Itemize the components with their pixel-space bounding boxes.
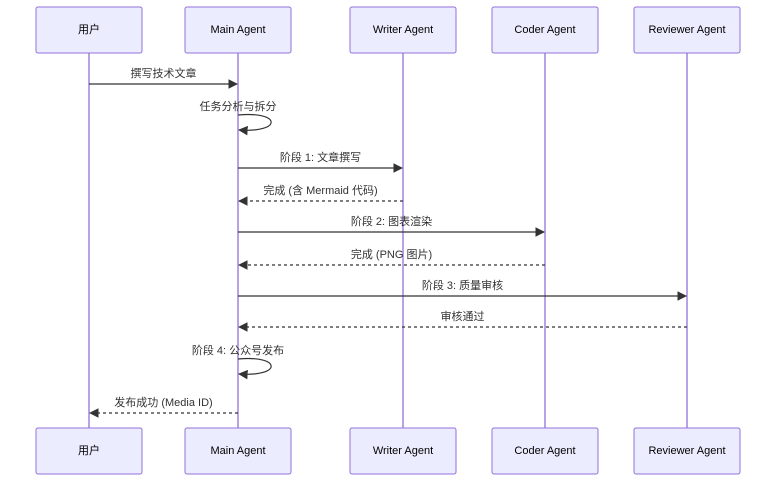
message-label: 完成 (PNG 图片): [351, 247, 432, 261]
actor-box-coder-bottom: Coder Agent: [491, 427, 599, 475]
actor-label: Coder Agent: [514, 24, 575, 36]
actor-box-reviewer-bottom: Reviewer Agent: [633, 427, 741, 475]
message-8: 审核通过: [238, 309, 687, 332]
actor-label: 用户: [78, 443, 100, 457]
actor-label: Writer Agent: [373, 24, 433, 36]
actor-label: Coder Agent: [514, 445, 575, 457]
message-label: 阶段 1: 文章撰写: [280, 150, 361, 164]
message-label: 撰写技术文章: [131, 66, 197, 80]
actor-rect: [35, 6, 143, 54]
actor-box-main-bottom: Main Agent: [184, 427, 292, 475]
actor-rect: [35, 427, 143, 475]
actor-label: Reviewer Agent: [648, 24, 725, 36]
actor-rect: [349, 6, 457, 54]
actor-rect: [491, 427, 599, 475]
message-label: 阶段 3: 质量审核: [422, 278, 503, 292]
actor-label: Main Agent: [210, 445, 265, 457]
actor-box-reviewer-top: Reviewer Agent: [633, 6, 741, 54]
message-2: 任务分析与拆分: [200, 99, 277, 136]
actor-rect: [184, 6, 292, 54]
message-label: 任务分析与拆分: [200, 99, 277, 113]
actor-rect: [184, 427, 292, 475]
actor-label: Reviewer Agent: [648, 445, 725, 457]
message-6: 完成 (PNG 图片): [238, 247, 545, 270]
message-label: 阶段 2: 图表渲染: [351, 214, 432, 228]
message-label: 完成 (含 Mermaid 代码): [263, 183, 377, 197]
message-3: 阶段 1: 文章撰写: [238, 150, 403, 173]
message-arrow: [237, 357, 272, 380]
actor-box-coder-top: Coder Agent: [491, 6, 599, 54]
actor-label: 用户: [78, 22, 100, 36]
actor-box-main-top: Main Agent: [184, 6, 292, 54]
message-label: 审核通过: [441, 309, 485, 323]
actor-rect: [633, 6, 741, 54]
message-9: 阶段 4: 公众号发布: [192, 343, 284, 380]
actor-rect: [349, 427, 457, 475]
actor-box-user-bottom: 用户: [35, 427, 143, 475]
message-4: 完成 (含 Mermaid 代码): [238, 183, 403, 206]
message-label: 阶段 4: 公众号发布: [192, 343, 284, 357]
actor-box-user-top: 用户: [35, 6, 143, 54]
message-label: 发布成功 (Media ID): [114, 395, 212, 409]
message-1: 撰写技术文章: [89, 66, 238, 89]
message-10: 发布成功 (Media ID): [89, 395, 238, 418]
message-arrow: [237, 113, 272, 136]
actor-box-writer-bottom: Writer Agent: [349, 427, 457, 475]
actor-rect: [633, 427, 741, 475]
actor-rect: [491, 6, 599, 54]
actor-box-writer-top: Writer Agent: [349, 6, 457, 54]
message-5: 阶段 2: 图表渲染: [238, 214, 545, 237]
message-7: 阶段 3: 质量审核: [238, 278, 687, 301]
actor-label: Writer Agent: [373, 445, 433, 457]
actor-label: Main Agent: [210, 24, 265, 36]
